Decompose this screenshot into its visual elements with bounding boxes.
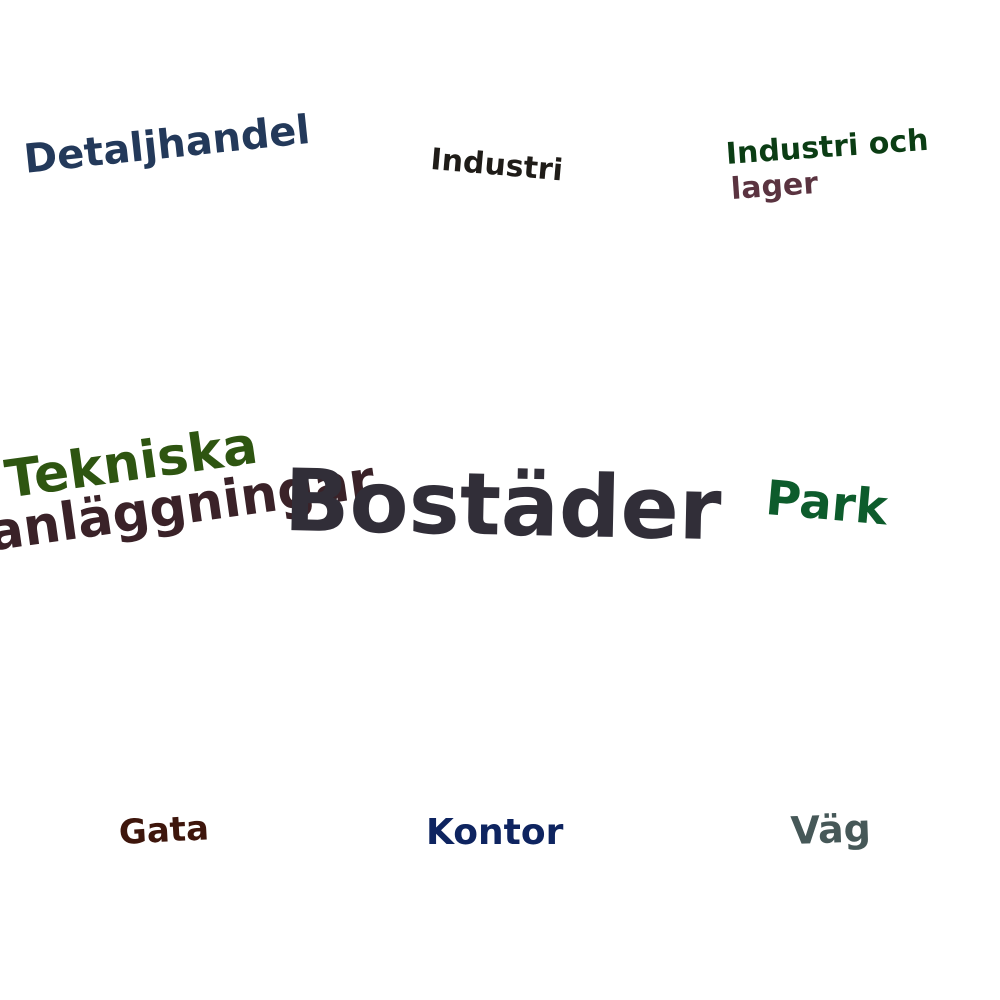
word-vag: Väg bbox=[789, 806, 872, 853]
word-park: Park bbox=[763, 470, 890, 537]
word-kontor: Kontor bbox=[426, 812, 564, 853]
word-bostader: Bostäder bbox=[283, 451, 723, 561]
word-detaljhandel: Detaljhandel bbox=[21, 106, 313, 183]
word-gata: Gata bbox=[117, 808, 210, 853]
word-lager: lager bbox=[729, 165, 820, 207]
word-industri-och: Industri och bbox=[724, 122, 930, 172]
word-industri: Industri bbox=[429, 142, 565, 189]
